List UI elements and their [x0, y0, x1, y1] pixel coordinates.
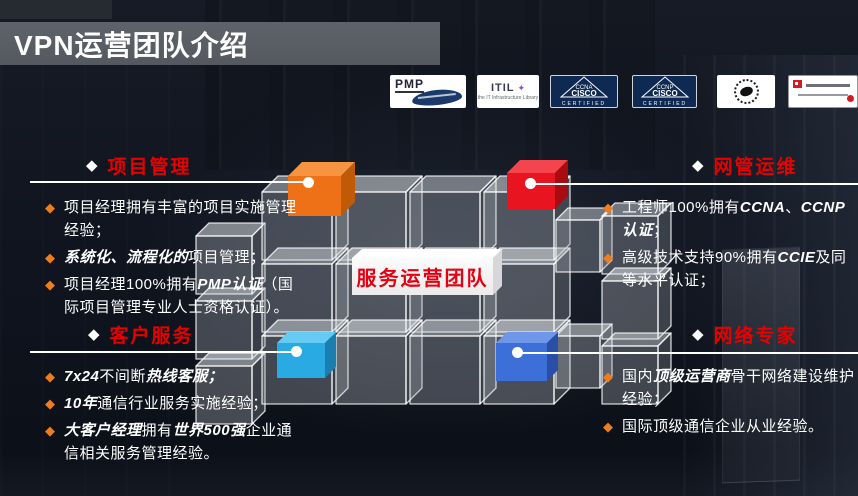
- bullet-text: 国内顶级运营商骨干网络建设维护经验；: [622, 368, 855, 408]
- bullet-diamond-icon: ◆: [603, 200, 613, 215]
- diamond-icon: ◆: [692, 325, 704, 343]
- section-project-management: ◆ 项目管理 ◆ 项目经理拥有丰富的项目实施管理经验； ◆ 系统化、流程化的项目管理；…: [30, 152, 302, 323]
- bullet-text: 国际顶级通信企业从业经验。: [622, 418, 824, 435]
- connector-line-bottom-right: [518, 352, 858, 354]
- badge-label: ITIL: [490, 82, 515, 94]
- bullet-item: ◆ 项目经理100%拥有PMP认证（国际项目管理专业人士资格认证）。: [45, 273, 302, 319]
- bullet-text: 大客户经理拥有世界500强企业通信相关服务管理经验。: [64, 422, 293, 462]
- bullet-item: ◆ 7x24不间断热线客服；: [45, 365, 302, 388]
- bullet-list: ◆ 7x24不间断热线客服； ◆ 10年通信行业服务实施经验； ◆ 大客户经理拥有世界50…: [30, 365, 302, 465]
- server-rack-right-decor: [683, 55, 858, 496]
- bullet-diamond-icon: ◆: [603, 250, 613, 265]
- svg-text:CCNP: CCNP: [656, 85, 673, 91]
- bullet-diamond-icon: ◆: [45, 277, 55, 292]
- seal-ring-icon: [733, 79, 759, 104]
- center-team-label: 服务运营团队: [352, 258, 493, 295]
- bullet-diamond-icon: ◆: [45, 423, 55, 438]
- svg-text:CERTIFIED: CERTIFIED: [562, 101, 606, 107]
- bullet-text: 工程师100%拥有CCNA、CCNP认证；: [622, 199, 846, 239]
- svg-text:CCNA: CCNA: [575, 85, 592, 91]
- connector-dot-blue: [512, 347, 523, 358]
- bullet-list: ◆ 国内顶级运营商骨干网络建设维护经验； ◆ 国际顶级通信企业从业经验。: [600, 365, 858, 438]
- badge-label: PMP: [395, 77, 425, 93]
- badge-sublabel: the IT Infrastructure Library: [477, 95, 539, 101]
- svg-text:CISCO: CISCO: [652, 89, 677, 98]
- section-network-experts: ◆ 网络专家 ◆ 国内顶级运营商骨干网络建设维护经验； ◆ 国际顶级通信企业从业经验。: [600, 321, 858, 442]
- bullet-item: ◆ 高级技术支持90%拥有CCIE及同等水平认证；: [603, 246, 858, 292]
- seal-core-decor: [738, 85, 754, 98]
- floor-glow-decor: [0, 450, 858, 496]
- bullet-item: ◆ 国内顶级运营商骨干网络建设维护经验；: [603, 365, 858, 411]
- bullet-item: ◆ 国际顶级通信企业从业经验。: [603, 415, 858, 438]
- connector-line-top-left: [30, 181, 308, 183]
- svg-text:CISCO: CISCO: [571, 89, 596, 98]
- bullet-diamond-icon: ◆: [45, 200, 55, 215]
- cert-line2-decor: [798, 94, 848, 96]
- badge-certificate: [788, 75, 858, 108]
- badge-itil: ITIL✦ the IT Infrastructure Library: [477, 75, 539, 108]
- section-network-operations: ◆ 网管运维 ◆ 工程师100%拥有CCNA、CCNP认证； ◆ 高级技术支持90%拥…: [600, 152, 858, 296]
- title-bar: VPN运营团队介绍: [0, 22, 440, 65]
- section-header: ◆ 网管运维: [600, 152, 858, 178]
- badge-ccie-seal: [717, 75, 775, 108]
- bullet-diamond-icon: ◆: [45, 396, 55, 411]
- section-title: 网络专家: [713, 325, 798, 347]
- diamond-icon: ◆: [88, 325, 100, 343]
- bullet-text: 项目经理100%拥有PMP认证（国际项目管理专业人士资格认证）。: [64, 276, 294, 316]
- diamond-icon: ◆: [86, 156, 98, 174]
- bullet-text: 高级技术支持90%拥有CCIE及同等水平认证；: [622, 249, 847, 289]
- red-cube: [507, 160, 568, 209]
- bullet-item: ◆ 工程师100%拥有CCNA、CCNP认证；: [603, 196, 858, 242]
- connector-line-bottom-left: [30, 351, 297, 353]
- section-title: 项目管理: [107, 156, 192, 178]
- bullet-list: ◆ 项目经理拥有丰富的项目实施管理经验； ◆ 系统化、流程化的项目管理； ◆ 项目经理10…: [30, 196, 302, 319]
- section-title: 客户服务: [109, 325, 194, 347]
- badge-pmp: PMP: [390, 75, 466, 108]
- bullet-item: ◆ 10年通信行业服务实施经验；: [45, 392, 302, 415]
- bullet-diamond-icon: ◆: [603, 419, 613, 434]
- bullet-item: ◆ 系统化、流程化的项目管理；: [45, 246, 302, 269]
- bullet-item: ◆ 大客户经理拥有世界500强企业通信相关服务管理经验。: [45, 419, 302, 465]
- cert-dot-decor: [847, 95, 854, 102]
- connector-dot-red: [525, 178, 536, 189]
- server-rack-left-decor: [0, 55, 190, 496]
- svg-text:CERTIFIED: CERTIFIED: [642, 101, 686, 107]
- section-header: ◆ 客户服务: [30, 321, 302, 347]
- bullet-item: ◆ 项目经理拥有丰富的项目实施管理经验；: [45, 196, 302, 242]
- bullet-diamond-icon: ◆: [603, 369, 613, 384]
- connector-dot-cyan: [291, 346, 302, 357]
- cert-flag-decor: [793, 80, 802, 88]
- section-title: 网管运维: [713, 156, 798, 178]
- diamond-icon: ◆: [692, 156, 704, 174]
- background-photo-strip: [0, 0, 112, 19]
- bullet-text: 7x24不间断热线客服；: [64, 368, 224, 385]
- bullet-diamond-icon: ◆: [45, 369, 55, 384]
- itil-diamond-icon: ✦: [517, 82, 526, 93]
- bullet-text: 项目经理拥有丰富的项目实施管理经验；: [64, 199, 297, 239]
- slide-title: VPN运营团队介绍: [14, 29, 249, 61]
- cert-line1-decor: [806, 84, 850, 87]
- connector-line-top-right: [531, 183, 858, 185]
- connector-dot-orange: [303, 177, 314, 188]
- orange-cube: [288, 162, 355, 216]
- section-customer-service: ◆ 客户服务 ◆ 7x24不间断热线客服； ◆ 10年通信行业服务实施经验； ◆ 大客户经…: [30, 321, 302, 469]
- bullet-diamond-icon: ◆: [45, 250, 55, 265]
- bullet-list: ◆ 工程师100%拥有CCNA、CCNP认证； ◆ 高级技术支持90%拥有CCIE及同…: [600, 196, 858, 292]
- bullet-text: 系统化、流程化的项目管理；: [64, 249, 266, 266]
- center-team-label-text: 服务运营团队: [356, 268, 489, 290]
- bullet-text: 10年通信行业服务实施经验；: [64, 395, 268, 412]
- blue-cube: [496, 332, 558, 381]
- section-header: ◆ 项目管理: [30, 152, 302, 178]
- section-header: ◆ 网络专家: [600, 321, 858, 347]
